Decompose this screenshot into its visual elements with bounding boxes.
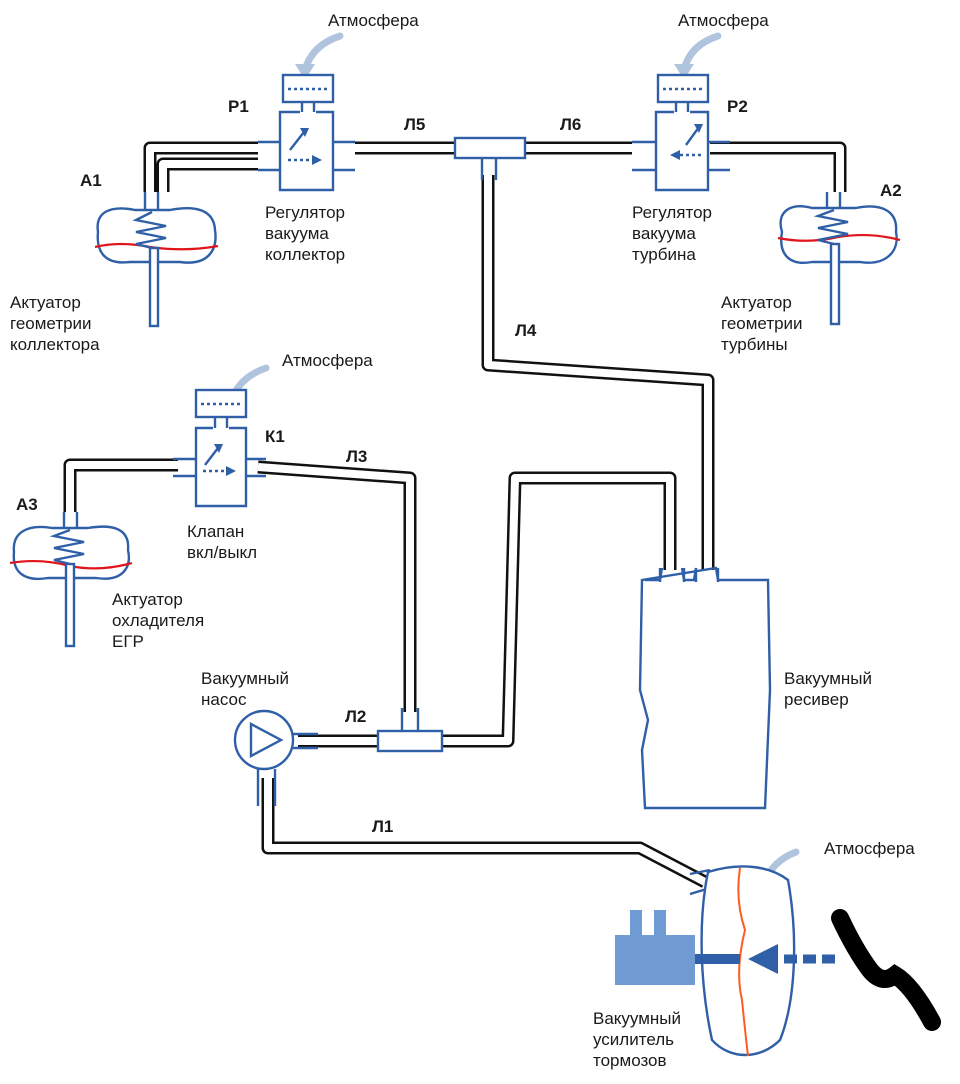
svg-text:коллектора: коллектора: [10, 335, 100, 354]
booster-title: Вакуумный усилитель тормозов: [593, 1009, 681, 1070]
svg-text:вакуума: вакуума: [632, 224, 696, 243]
k1-code: К1: [265, 427, 285, 446]
k1-title: Клапан вкл/выкл: [187, 522, 257, 562]
a2-code: А2: [880, 181, 902, 200]
a3-code: А3: [16, 495, 38, 514]
svg-text:геометрии: геометрии: [721, 314, 803, 333]
atmosphere-label-top-right: Атмосфера: [678, 11, 769, 30]
atmosphere-label-top-left: Атмосфера: [328, 11, 419, 30]
a1-code: А1: [80, 171, 102, 190]
vacuum-receiver: [638, 566, 772, 810]
pipe-l3: [257, 460, 417, 712]
receiver-title: Вакуумный ресивер: [784, 669, 872, 709]
tee-top: [453, 136, 527, 180]
actuator-a2: [777, 192, 901, 326]
pipe-l2: [298, 471, 677, 748]
svg-text:усилитель: усилитель: [593, 1030, 674, 1049]
svg-text:Актуатор: Актуатор: [10, 293, 81, 312]
pipe-l4: [481, 175, 715, 570]
svg-text:ресивер: ресивер: [784, 690, 849, 709]
line-l3-label: Л3: [346, 447, 367, 466]
pipe-l1: [261, 778, 709, 888]
svg-text:охладителя: охладителя: [112, 611, 204, 630]
svg-text:Актуатор: Актуатор: [112, 590, 183, 609]
brake-booster: [615, 865, 941, 1057]
regulator-p1: [258, 73, 355, 192]
svg-text:турбины: турбины: [721, 335, 788, 354]
line-l2-label: Л2: [345, 707, 366, 726]
p1-code: Р1: [228, 97, 249, 116]
svg-text:Вакуумный: Вакуумный: [593, 1009, 681, 1028]
svg-text:турбина: турбина: [632, 245, 696, 264]
actuator-a3: [9, 512, 133, 648]
line-l6-label: Л6: [560, 115, 581, 134]
atmosphere-label-bottom: Атмосфера: [824, 839, 915, 858]
svg-text:вакуума: вакуума: [265, 224, 329, 243]
svg-text:Вакуумный: Вакуумный: [784, 669, 872, 688]
pipe-a3-k1: [63, 458, 178, 512]
p2-code: Р2: [727, 97, 748, 116]
svg-text:вкл/выкл: вкл/выкл: [187, 543, 257, 562]
pipe-a1-p1: [143, 141, 258, 192]
a2-title: Актуатор геометрии турбины: [721, 293, 803, 354]
svg-text:Регулятор: Регулятор: [265, 203, 345, 222]
regulator-p2: [632, 73, 730, 192]
vacuum-pump: [233, 709, 318, 806]
svg-text:Клапан: Клапан: [187, 522, 244, 541]
svg-text:геометрии: геометрии: [10, 314, 92, 333]
line-l4-label: Л4: [515, 321, 537, 340]
pump-title: Вакуумный насос: [201, 669, 289, 709]
svg-text:ЕГР: ЕГР: [112, 632, 144, 651]
booster-master-cylinder: [615, 935, 695, 985]
actuator-a1: [94, 192, 219, 328]
p1-title: Регулятор вакуума коллектор: [265, 203, 345, 264]
svg-text:насос: насос: [201, 690, 247, 709]
svg-text:коллектор: коллектор: [265, 245, 345, 264]
tee-bottom: [376, 708, 444, 753]
labels: Атмосфера Атмосфера Атмосфера Атмосфера …: [10, 11, 915, 1070]
p2-title: Регулятор вакуума турбина: [632, 203, 712, 264]
svg-text:Актуатор: Актуатор: [721, 293, 792, 312]
line-l1-label: Л1: [372, 817, 393, 836]
valve-k1: [173, 388, 266, 508]
svg-text:тормозов: тормозов: [593, 1051, 667, 1070]
a3-title: Актуатор охладителя ЕГР: [112, 590, 204, 651]
line-l5-label: Л5: [404, 115, 425, 134]
a1-title: Актуатор геометрии коллектора: [10, 293, 100, 354]
svg-text:Вакуумный: Вакуумный: [201, 669, 289, 688]
pipe-p2-a2: [710, 141, 847, 192]
brake-pedal: [831, 909, 941, 1031]
pipes: [63, 141, 847, 888]
atmosphere-label-middle: Атмосфера: [282, 351, 373, 370]
svg-text:Регулятор: Регулятор: [632, 203, 712, 222]
